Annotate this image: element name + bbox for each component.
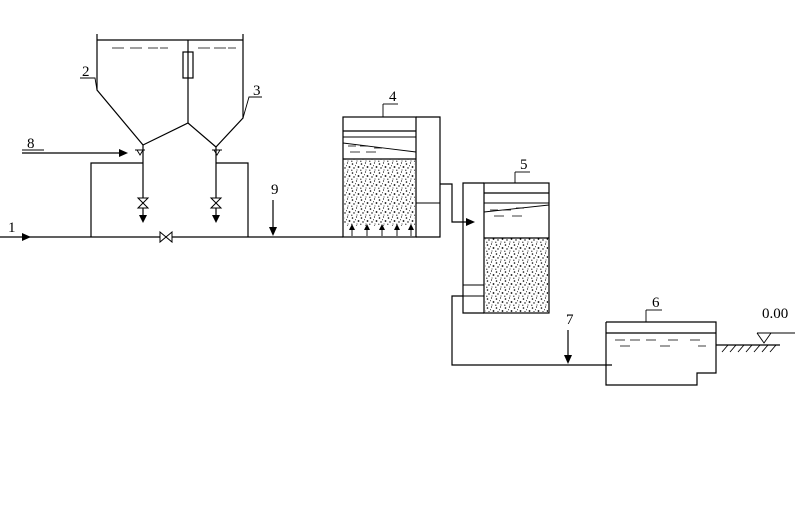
label-7: 7 (566, 312, 574, 328)
label-9: 9 (271, 182, 279, 198)
label-3: 3 (253, 83, 261, 99)
filter-4 (342, 116, 475, 238)
sedimentation-tanks (22, 34, 249, 237)
label-5: 5 (520, 157, 528, 173)
label-4: 4 (389, 89, 397, 105)
label-1: 1 (8, 220, 16, 236)
leader-2 (80, 77, 98, 91)
clear-water-tank-6 (605, 321, 717, 386)
ground-level-mark (716, 332, 795, 353)
elevation-label: 0.00 (762, 306, 788, 322)
dosing-arrow-9 (269, 200, 277, 236)
filter-5 (451, 182, 612, 366)
label-2: 2 (82, 64, 90, 80)
inlet-valve (159, 230, 173, 244)
leader-3 (242, 96, 262, 119)
label-8: 8 (27, 136, 35, 152)
label-6: 6 (652, 295, 660, 311)
dosing-arrow-7 (564, 330, 572, 364)
